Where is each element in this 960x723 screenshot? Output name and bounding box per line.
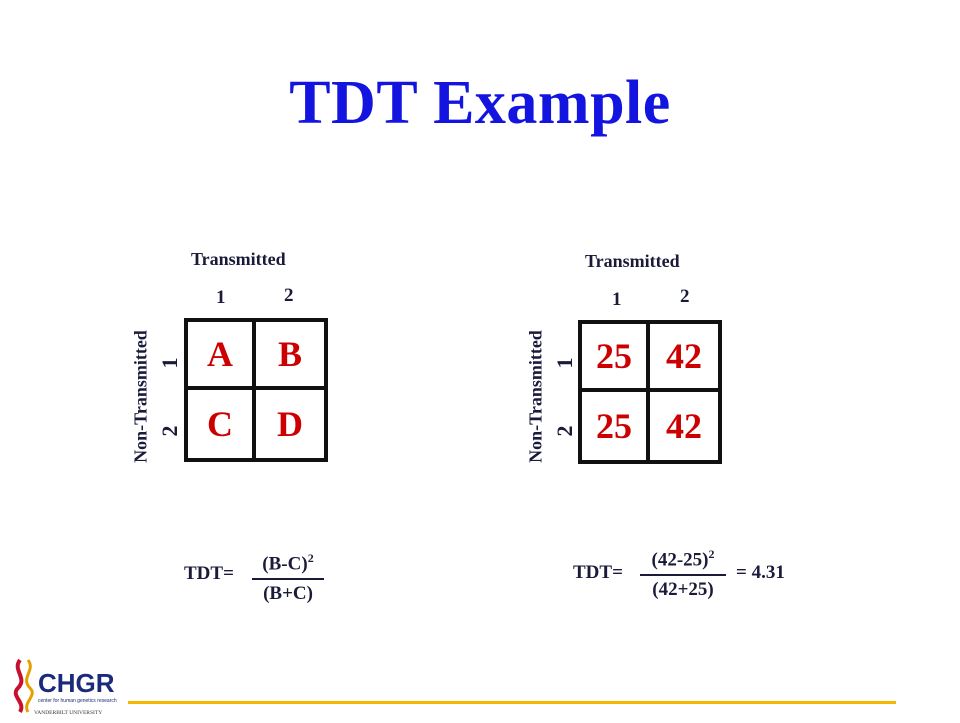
left-cell-d: D [277,404,303,444]
right-cell-top-right: 42 [650,324,718,392]
right-cell-top-left: 25 [582,324,650,392]
left-fraction-bar [252,578,324,581]
right-row-1-label: 1 [552,357,577,369]
footer-accent-line [128,701,896,704]
left-formula-fraction: (B-C)2 (B+C) [250,546,326,606]
left-formula-denominator: (B+C) [263,583,313,605]
chgr-logo: CHGR center for human genetics research … [8,652,136,718]
left-cell-b: B [256,322,324,390]
right-formula-fraction: (42-25)2 (42+25) [638,542,728,602]
right-formula-label: TDT= [573,562,623,583]
right-cell-bottom-right: 42 [666,406,702,446]
right-fraction-bar [640,574,726,577]
right-contingency-table: 25 42 25 42 [578,320,722,464]
left-formula-label: TDT= [184,563,234,584]
right-transmitted-label: Transmitted [585,251,680,271]
left-col-2-label: 2 [284,285,294,306]
right-non-transmitted-label: Non-Transmitted [525,330,546,463]
right-col-2-label: 2 [680,286,690,307]
logo-university: VANDERBILT UNIVERSITY [34,710,102,716]
right-cell-bottom-left: 25 [582,392,650,460]
chgr-logo-graphic: CHGR center for human genetics research … [13,658,117,716]
right-formula-result: = 4.31 [736,562,785,583]
right-formula-numerator: (42-25)2 [651,547,715,571]
slide-title: TDT Example [289,69,671,137]
logo-subtitle: center for human genetics research [38,698,117,704]
right-formula-denominator: (42+25) [652,579,714,601]
left-cell-c: C [188,390,256,458]
logo-text: CHGR [38,668,115,698]
left-transmitted-label: Transmitted [191,249,286,269]
left-row-1-label: 1 [157,357,182,369]
left-row-2-label: 2 [157,425,182,437]
right-col-1-label: 1 [612,289,622,310]
left-contingency-table: A B C D [184,318,328,462]
left-non-transmitted-label: Non-Transmitted [130,330,151,463]
left-formula-numerator: (B-C)2 [262,551,314,575]
right-row-2-label: 2 [552,425,577,437]
left-col-1-label: 1 [216,287,226,308]
left-cell-a: A [188,322,256,390]
